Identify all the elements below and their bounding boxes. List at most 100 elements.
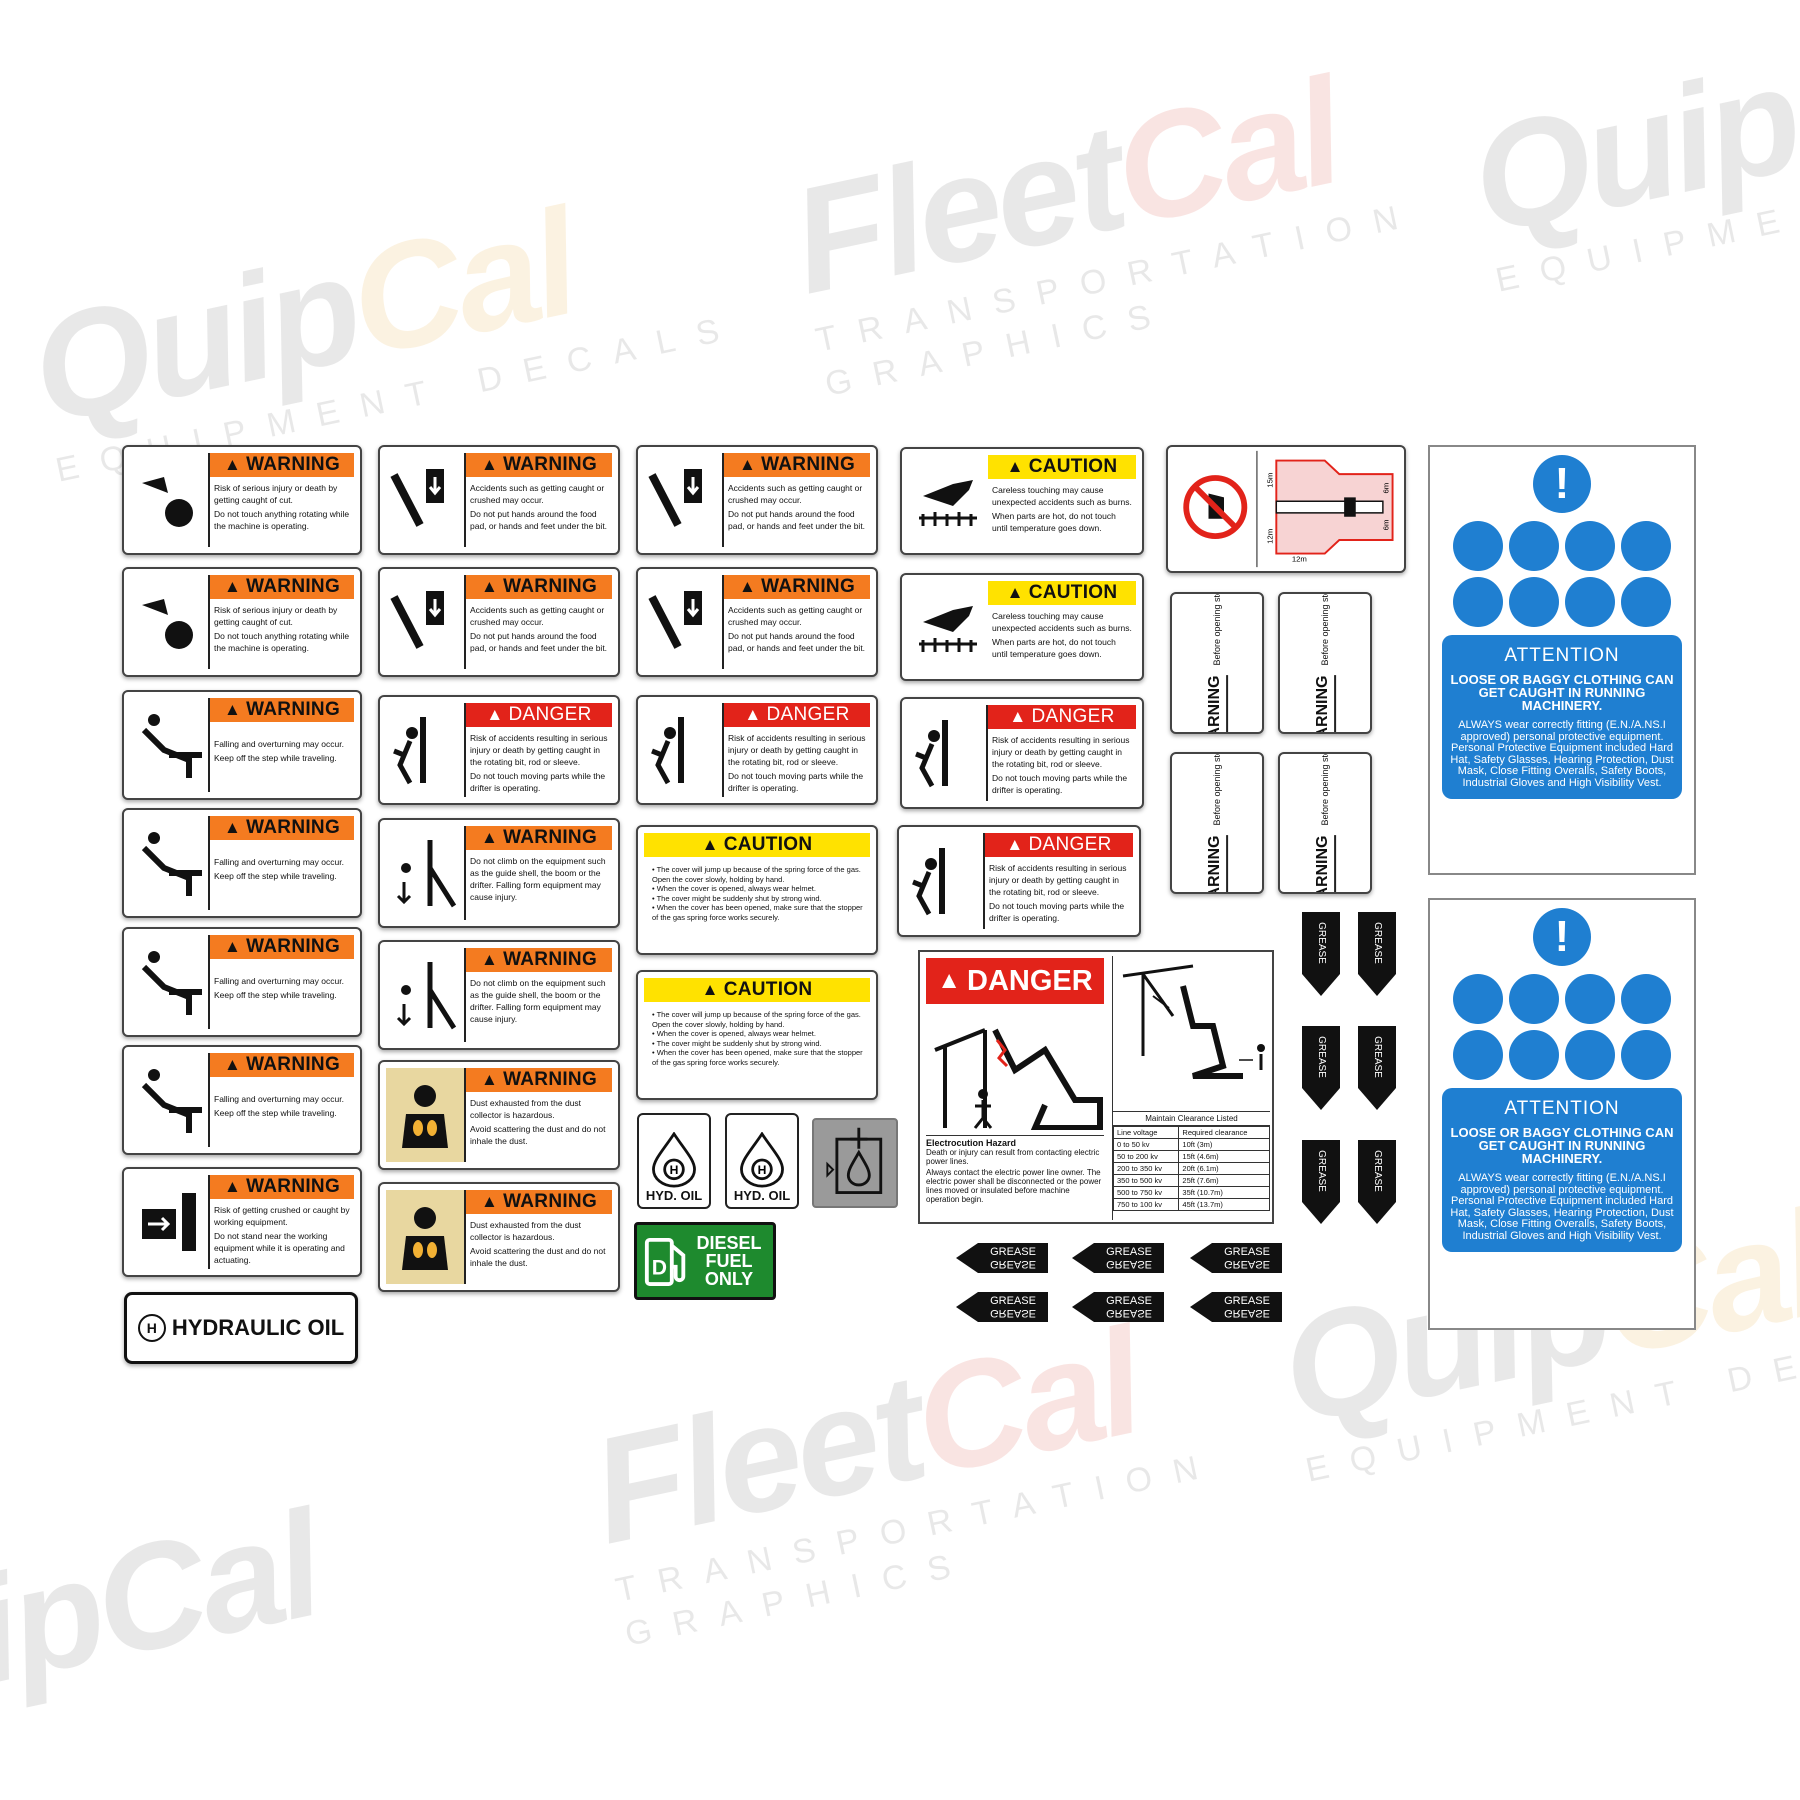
warning-rotating-decal: ▲WARNING Risk of serious injury or death… <box>122 445 362 555</box>
warning-feed-decal: ▲WARNING Accidents such as getting caugh… <box>378 445 620 555</box>
hi-vis-vest-icon <box>1453 521 1503 571</box>
hyd-oil-drop-icon: H <box>652 1132 696 1188</box>
safety-boots-icon <box>1565 577 1615 627</box>
warning-fall-decal: ▲WARNING Falling and overturning may occ… <box>122 1045 362 1155</box>
dust-mask-icon <box>1621 974 1671 1024</box>
gloves-icon <box>1621 1030 1671 1080</box>
svg-text:6m: 6m <box>1382 483 1391 494</box>
svg-text:6m: 6m <box>1382 520 1391 531</box>
fleetcal-watermark: FleetCal TRANSPORTATION GRAPHICS <box>578 1296 1223 1654</box>
dust-inhalation-icon <box>386 1068 466 1162</box>
attention-ppe-decal: ! ATTENTION LOOSE OR BAGGY CLOTHING CAN … <box>1428 898 1696 1330</box>
tank-drop-icon <box>826 1127 883 1194</box>
crush-hazard-icon <box>130 1175 210 1269</box>
warning-fall-decal: ▲WARNING Falling and overturning may occ… <box>122 927 362 1037</box>
safety-glasses-icon <box>1509 577 1559 627</box>
hot-surface-icon <box>908 455 988 547</box>
hyd-oil-decal: H HYD. OIL <box>637 1113 711 1209</box>
quipcal-watermark: QuipCal EQUIPMENT DECALS <box>18 177 745 490</box>
warning-climb-decal: ▲WARNING Do not climb on the equipment s… <box>378 818 620 928</box>
hand-crush-icon <box>386 575 466 669</box>
entanglement-icon <box>644 703 724 797</box>
entanglement-icon <box>386 703 466 797</box>
rotating-hazard-icon <box>130 575 210 669</box>
grease-arrow-down: GREASE <box>1358 1140 1396 1224</box>
overalls-icon <box>1509 521 1559 571</box>
dust-mask-icon <box>1621 521 1671 571</box>
warning-rotating-decal: ▲WARNING Risk of serious injury or death… <box>122 567 362 677</box>
entanglement-icon <box>905 833 985 929</box>
danger-header: ▲DANGER <box>926 958 1104 1004</box>
warning-dust-decal: ▲WARNING Dust exhausted from the dust co… <box>378 1182 620 1292</box>
svg-text:D: D <box>652 1256 667 1279</box>
fleetcal-watermark: FleetCal TRANSPORTATION GRAPHICS <box>778 46 1423 404</box>
fuel-pump-icon: D <box>644 1237 686 1286</box>
grease-arrow-down: GREASE <box>1358 1026 1396 1110</box>
falling-person-icon <box>130 1053 210 1147</box>
danger-electrocution-decal: ▲DANGER Electrocution Hazard Death or in… <box>918 950 1274 1224</box>
hyd-oil-decal: H HYD. OIL <box>725 1113 799 1209</box>
exclamation-icon: ! <box>1533 908 1591 966</box>
rotating-hazard-icon <box>130 453 210 547</box>
svg-text:12m: 12m <box>1292 554 1307 563</box>
ear-protection-icon <box>1565 974 1615 1024</box>
hard-hat-icon <box>1453 577 1503 627</box>
attention-ppe-decal: ! ATTENTION LOOSE OR BAGGY CLOTHING CAN … <box>1428 445 1696 875</box>
falling-person-icon <box>130 816 210 910</box>
caution-spring-cover-decal: ▲CAUTION The cover will jump up because … <box>636 970 878 1100</box>
danger-rotating-bit-decal: ▲DANGER Risk of accidents resulting in s… <box>636 695 878 805</box>
caution-spring-cover-decal: ▲CAUTION The cover will jump up because … <box>636 825 878 955</box>
hydraulic-oil-decal: H HYDRAULIC OIL <box>124 1292 358 1364</box>
warning-feed-decal: ▲WARNING Accidents such as getting caugh… <box>636 445 878 555</box>
entanglement-icon <box>908 705 988 801</box>
danger-rotating-bit-decal: ▲DANGER Risk of accidents resulting in s… <box>897 825 1141 937</box>
hand-crush-icon <box>644 453 724 547</box>
quipcal-watermark: ipCal <box>0 1479 333 1716</box>
caution-hot-surface-decal: ▲CAUTION Careless touching may cause une… <box>900 447 1144 555</box>
warning-crush-decal: ▲WARNING Risk of getting crushed or caug… <box>122 1167 362 1277</box>
quipcal-watermark: Quip EQUIPMENT <box>1458 33 1800 300</box>
hydraulic-oil-label: HYDRAULIC OIL <box>171 1315 345 1340</box>
danger-rotating-bit-decal: ▲DANGER Risk of accidents resulting in s… <box>378 695 620 805</box>
warning-dust-decal: ▲WARNING Dust exhausted from the dust co… <box>378 1060 620 1170</box>
no-hands-prohibition-diagram: 15m 12m 12m 6m 6m <box>1183 450 1394 568</box>
danger-rotating-bit-decal: ▲DANGER Risk of accidents resulting in s… <box>900 697 1144 809</box>
svg-text:15m: 15m <box>1265 473 1274 488</box>
hand-crush-icon <box>386 453 466 547</box>
grease-arrow-down: GREASE <box>1358 912 1396 996</box>
hi-vis-vest-icon <box>1453 974 1503 1024</box>
svg-text:12m: 12m <box>1265 529 1274 544</box>
power-line-excavator-icon <box>934 1028 1103 1131</box>
overalls-icon <box>1509 974 1559 1024</box>
falling-person-icon <box>130 698 210 792</box>
svg-text:H: H <box>758 1163 767 1177</box>
grease-arrow-down: GREASE <box>1302 912 1340 996</box>
tank-level-decal <box>812 1118 898 1208</box>
warning-climb-decal: ▲WARNING Do not climb on the equipment s… <box>378 940 620 1050</box>
hard-hat-icon <box>1453 1030 1503 1080</box>
caution-hot-surface-decal: ▲CAUTION Careless touching may cause une… <box>900 573 1144 681</box>
hydraulic-drop-icon: H <box>137 1314 166 1342</box>
safety-glasses-icon <box>1509 1030 1559 1080</box>
hyd-oil-drop-icon: H <box>740 1132 784 1188</box>
warning-header: ▲WARNING <box>210 453 354 477</box>
warning-feed-decal: ▲WARNING Accidents such as getting caugh… <box>636 567 878 677</box>
safety-boots-icon <box>1565 1030 1615 1080</box>
exclamation-icon: ! <box>1533 455 1591 513</box>
